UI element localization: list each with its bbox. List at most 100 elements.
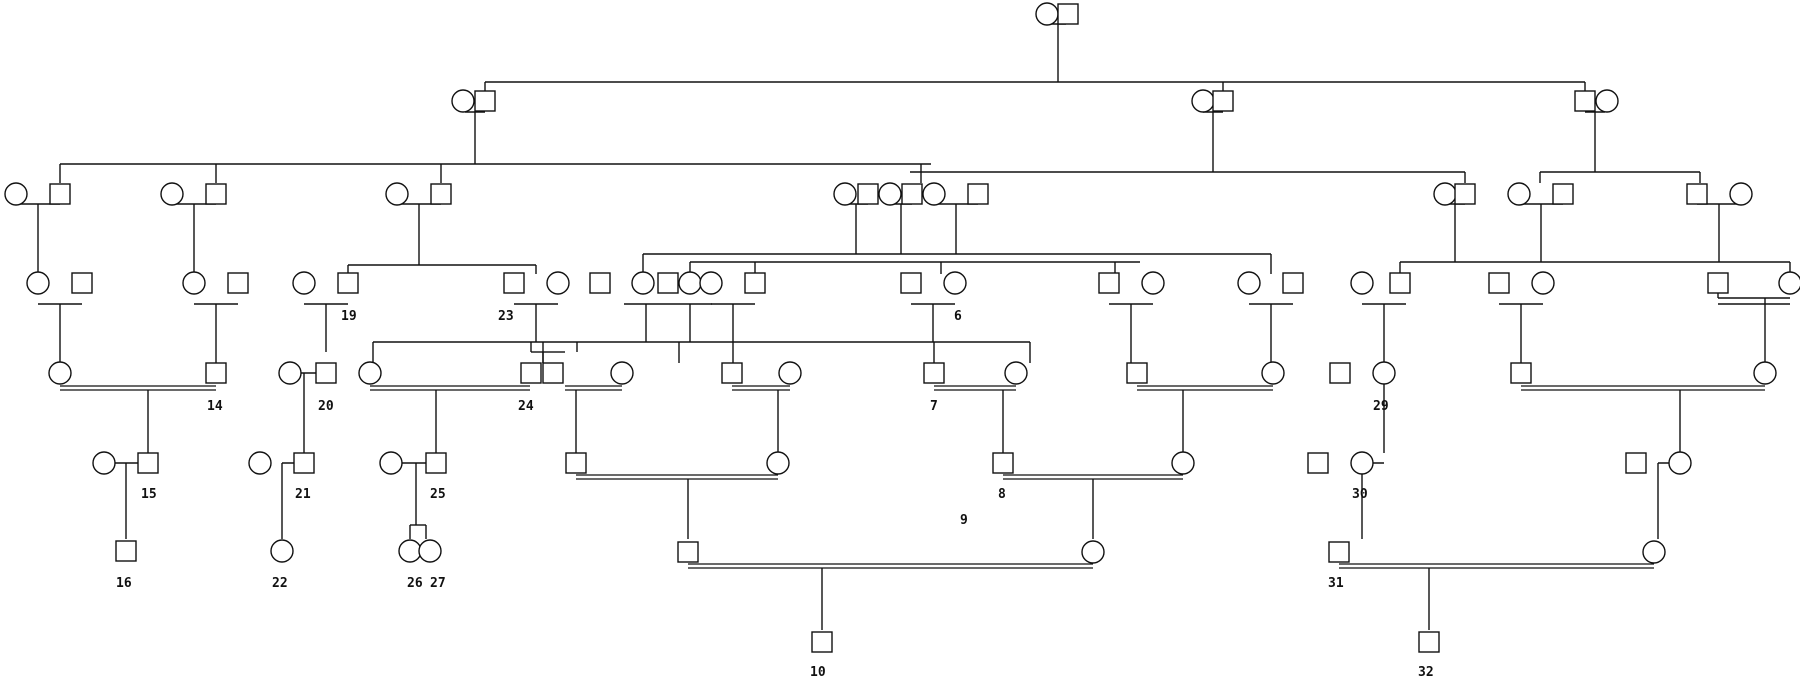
female-circle	[1035, 2, 1059, 26]
female-circle	[451, 89, 475, 113]
female-circle	[1171, 451, 1195, 475]
male-square	[1686, 183, 1708, 205]
male-square	[657, 272, 679, 294]
label-19: 19	[341, 309, 357, 324]
female-circle	[379, 451, 403, 475]
female-circle	[1507, 182, 1531, 206]
male-square	[503, 272, 525, 294]
female-circle	[1668, 451, 1692, 475]
label-10: 10	[810, 665, 826, 680]
female-circle	[292, 271, 316, 295]
male-square	[542, 362, 564, 384]
male-square	[137, 452, 159, 474]
female-circle	[546, 271, 570, 295]
male-square	[1625, 452, 1647, 474]
female-circle	[4, 182, 28, 206]
female-circle	[182, 271, 206, 295]
male-square	[71, 272, 93, 294]
male-square	[337, 272, 359, 294]
label-25: 25	[430, 487, 446, 502]
label-21: 21	[295, 487, 311, 502]
male-square	[315, 362, 337, 384]
relationship-lines	[16, 23, 1791, 630]
male-square	[1389, 272, 1411, 294]
label-27: 27	[430, 576, 446, 591]
label-15: 15	[141, 487, 157, 502]
male-square	[205, 183, 227, 205]
label-20: 20	[318, 399, 334, 414]
female-circle	[678, 271, 702, 295]
male-square	[49, 183, 71, 205]
male-square	[1329, 362, 1351, 384]
label-31: 31	[1328, 576, 1344, 591]
female-circle	[270, 539, 294, 563]
male-square	[811, 631, 833, 653]
consanguineous-marriage-lines	[60, 385, 1765, 569]
female-circle	[1004, 361, 1028, 385]
male-square	[1282, 272, 1304, 294]
female-circle	[833, 182, 857, 206]
male-square	[1212, 90, 1234, 112]
label-30: 30	[1352, 487, 1368, 502]
female-circle	[1081, 540, 1105, 564]
label-23: 23	[498, 309, 514, 324]
female-circle	[1237, 271, 1261, 295]
female-circle	[358, 361, 382, 385]
female-circle	[26, 271, 50, 295]
male-square	[1307, 452, 1329, 474]
male-square	[425, 452, 447, 474]
female-circle	[1141, 271, 1165, 295]
female-circle	[385, 182, 409, 206]
male-square	[227, 272, 249, 294]
female-circle	[1729, 182, 1753, 206]
female-circle	[1372, 361, 1396, 385]
female-circle	[699, 271, 723, 295]
female-circle	[1350, 451, 1374, 475]
female-circle	[1595, 89, 1619, 113]
female-circle	[610, 361, 634, 385]
label-14: 14	[207, 399, 223, 414]
male-square	[1707, 272, 1729, 294]
female-circle	[766, 451, 790, 475]
female-circle	[922, 182, 946, 206]
female-circle	[1778, 271, 1800, 295]
female-circle	[278, 361, 302, 385]
female-circle	[1642, 540, 1666, 564]
male-square	[1328, 541, 1350, 563]
male-square	[721, 362, 743, 384]
male-square	[474, 90, 496, 112]
male-square	[923, 362, 945, 384]
female-circle	[878, 182, 902, 206]
male-square	[1552, 183, 1574, 205]
male-square	[677, 541, 699, 563]
male-square	[1454, 183, 1476, 205]
male-square	[205, 362, 227, 384]
female-circle	[48, 361, 72, 385]
male-square	[1488, 272, 1510, 294]
female-circle	[1350, 271, 1374, 295]
label-32: 32	[1418, 665, 1434, 680]
female-circle	[943, 271, 967, 295]
label-29: 29	[1373, 399, 1389, 414]
male-square	[1057, 3, 1079, 25]
female-circle	[631, 271, 655, 295]
male-square	[857, 183, 879, 205]
female-circle	[778, 361, 802, 385]
male-square	[520, 362, 542, 384]
male-square	[992, 452, 1014, 474]
male-square	[744, 272, 766, 294]
label-16: 16	[116, 576, 132, 591]
male-square	[1574, 90, 1596, 112]
label-26: 26	[407, 576, 423, 591]
label-22: 22	[272, 576, 288, 591]
female-circle	[1753, 361, 1777, 385]
male-square	[430, 183, 452, 205]
female-circle	[1191, 89, 1215, 113]
label-24: 24	[518, 399, 534, 414]
male-square	[1126, 362, 1148, 384]
female-circle	[398, 539, 422, 563]
male-square	[1098, 272, 1120, 294]
male-square	[293, 452, 315, 474]
male-square	[1418, 631, 1440, 653]
